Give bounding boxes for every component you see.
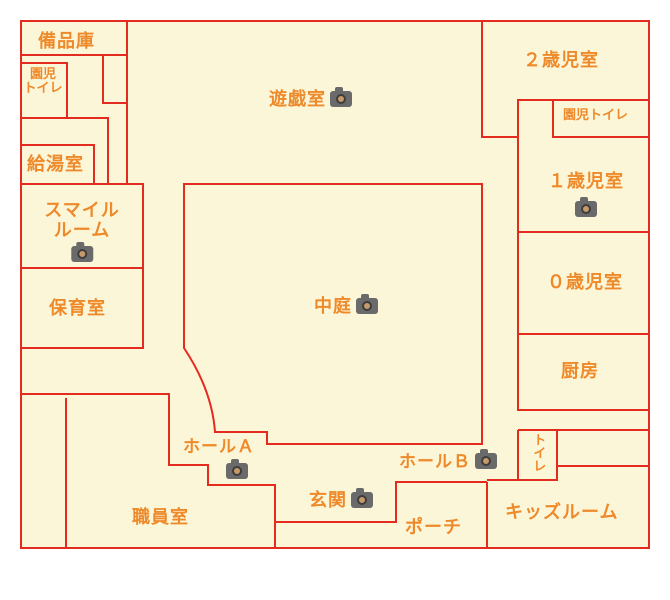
room-kitchen-label: 厨房 — [561, 361, 599, 382]
kids-toilet-left-line2: トイレ — [23, 81, 63, 97]
room-toilet-label: トイレ — [530, 433, 546, 472]
camera-icon[interactable] — [226, 458, 248, 479]
courtyard-text: 中庭 — [314, 296, 352, 317]
age1-text: １歳児室 — [548, 171, 624, 192]
smile-room-line2: ルーム — [53, 219, 111, 241]
room-playroom-label: 遊戯室 — [269, 87, 352, 110]
camera-icon[interactable] — [330, 87, 352, 107]
room-kids-toilet-right-label: 園児トイレ — [563, 108, 629, 123]
camera-icon[interactable] — [575, 196, 597, 217]
room-nursing-label: 保育室 — [49, 298, 106, 319]
room-courtyard-label: 中庭 — [314, 294, 378, 317]
playroom-text: 遊戯室 — [269, 89, 326, 110]
camera-icon[interactable] — [356, 294, 378, 314]
room-age0-label: ０歳児室 — [547, 272, 623, 293]
room-kids-toilet-left-label: 園児 トイレ — [23, 67, 63, 97]
room-smile-room-label: スマイル ルーム — [44, 201, 119, 264]
entrance-text: 玄関 — [309, 490, 347, 511]
room-storage-label: 備品庫 — [38, 31, 95, 52]
courtyard-outline — [183, 183, 483, 445]
room-kids-room-label: キッズルーム — [505, 502, 619, 523]
hall-b-text: ホールＢ — [399, 452, 471, 472]
smile-room-line1: スマイル — [44, 200, 120, 221]
camera-icon[interactable] — [351, 488, 373, 508]
room-porch-label: ポーチ — [405, 517, 462, 538]
room-entrance-label: 玄関 — [309, 488, 373, 511]
room-staff-label: 職員室 — [132, 507, 189, 528]
room-hall-b-label: ホールＢ — [399, 449, 497, 472]
room-kitchenette-label: 給湯室 — [27, 154, 84, 175]
room-age2-label: ２歳児室 — [523, 50, 599, 71]
room-age1-label: １歳児室 — [548, 172, 624, 220]
hall-a-text: ホールＡ — [183, 437, 255, 457]
camera-icon[interactable] — [71, 241, 93, 262]
room-hall-a-label: ホールＡ — [183, 438, 255, 481]
camera-icon[interactable] — [475, 449, 497, 469]
kids-toilet-left-line1: 園児 — [29, 67, 57, 82]
